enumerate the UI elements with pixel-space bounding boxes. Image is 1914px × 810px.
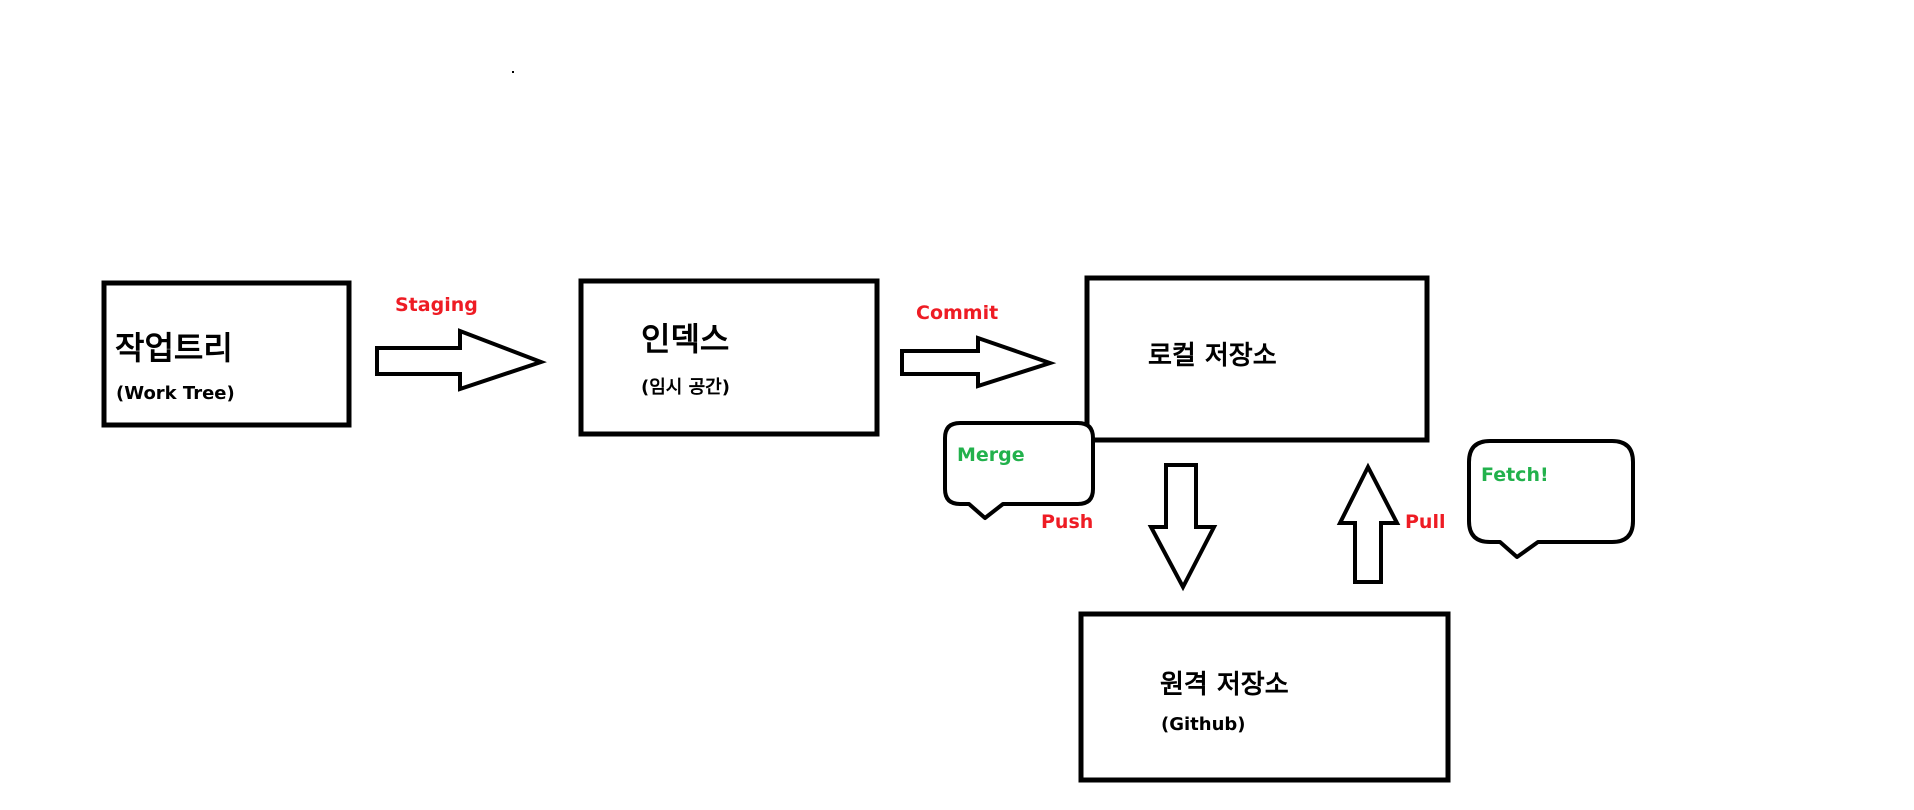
push-arrow [1147, 463, 1218, 592]
remote-repo-subtitle: (Github) [1161, 714, 1246, 735]
work-tree-box [101, 280, 352, 428]
stray-dot [512, 71, 514, 73]
work-tree-subtitle: (Work Tree) [116, 383, 235, 404]
commit-label: Commit [916, 302, 999, 324]
pull-label: Pull [1405, 511, 1446, 533]
remote-repo-title: 원격 저장소 [1160, 670, 1289, 700]
index-subtitle: (임시 공간) [641, 377, 730, 398]
pull-arrow [1336, 462, 1401, 584]
push-label: Push [1041, 511, 1094, 533]
index-title: 인덱스 [641, 320, 730, 358]
remote-repo-box [1078, 611, 1451, 783]
work-tree-title: 작업트리 [115, 329, 233, 367]
fetch-bubble [1467, 439, 1635, 559]
staging-label: Staging [395, 294, 478, 316]
commit-arrow [900, 335, 1057, 389]
merge-bubble [943, 421, 1095, 520]
staging-arrow [375, 328, 547, 392]
local-repo-box [1084, 275, 1430, 443]
index-box [578, 278, 880, 437]
merge-bubble-text: Merge [957, 444, 1025, 466]
local-repo-title: 로컬 저장소 [1148, 341, 1277, 371]
fetch-bubble-text: Fetch! [1481, 464, 1549, 486]
